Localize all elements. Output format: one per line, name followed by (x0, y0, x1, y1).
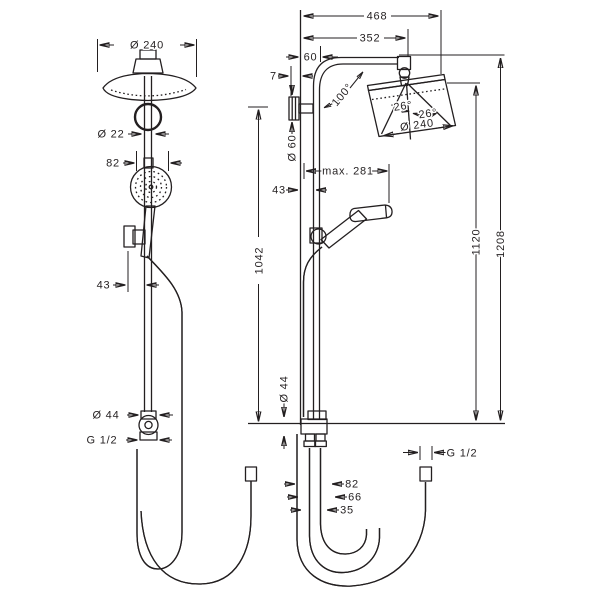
front-view-dimensions: Ø 240 Ø 22 82 43 Ø 44 G 1/2 1042 (85, 38, 268, 448)
dim-front-head-diameter: Ø 240 (130, 40, 164, 52)
dim-side-spray-angle-left: 26° (393, 99, 414, 114)
bottom-coupling (300, 410, 328, 448)
dim-front-coupling-diameter: Ø 44 (92, 410, 119, 422)
dim-side-max-projection: max. 281 (322, 166, 374, 178)
overhead-shower-front (102, 49, 197, 102)
side-view: 468 352 60 7 Ø 60 100° 26° 26° (269, 9, 509, 587)
dim-side-hose-a: 82 (345, 479, 359, 491)
inlet-coupling-front (138, 410, 159, 441)
dim-side-height-to-head: 1120 (471, 229, 483, 256)
wall-plate (288, 96, 314, 121)
shower-pipe-side (312, 56, 399, 420)
shower-ring (133, 102, 163, 132)
dim-side-reach-total: 468 (367, 11, 388, 23)
dim-side-hose-b: 66 (348, 492, 362, 504)
dim-front-bar-length: 1042 (254, 247, 266, 275)
dim-side-wall-to-holder: 43 (272, 185, 286, 197)
slide-bracket (123, 225, 146, 248)
dim-side-height-total: 1208 (495, 230, 507, 258)
dim-side-wall-to-pipe: 60 (304, 52, 318, 64)
dim-front-thread: G 1/2 (87, 435, 118, 447)
dim-side-spray-angle-right: 26° (418, 107, 439, 122)
hose-connector-side (419, 466, 433, 482)
dim-side-plate-diameter: Ø 60 (287, 134, 299, 161)
dim-side-coupling-size: Ø 44 (279, 375, 291, 402)
hand-shower-side (309, 204, 393, 249)
hose-connector-front (244, 466, 258, 482)
shower-hose-side-upper (302, 246, 323, 417)
dim-side-plate-offset: 7 (270, 71, 277, 83)
shower-hose-side-lower (296, 434, 433, 587)
dim-side-hose-thread: G 1/2 (447, 448, 478, 460)
front-view: Ø 240 Ø 22 82 43 Ø 44 G 1/2 1042 (85, 38, 268, 585)
dim-front-holder-offset: 43 (97, 280, 111, 292)
shower-hose-front (136, 255, 258, 585)
dim-front-hand-shower-width: 82 (106, 158, 120, 170)
dim-front-pipe-diameter: Ø 22 (97, 129, 124, 141)
dim-side-reach-arm: 352 (360, 33, 381, 45)
dim-side-head-diameter: Ø 240 (399, 117, 434, 134)
dim-side-hose-c: 35 (340, 505, 354, 517)
